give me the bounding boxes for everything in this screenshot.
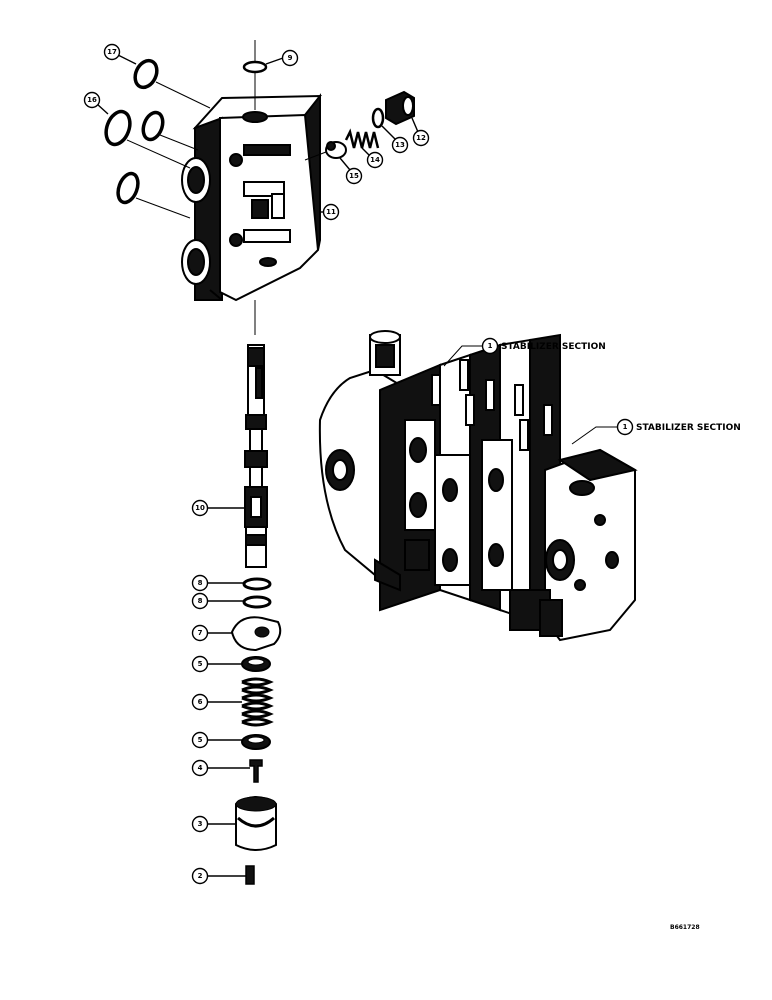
o-rings-upper	[104, 58, 268, 205]
svg-text:2: 2	[198, 872, 203, 880]
svg-text:6: 6	[198, 698, 203, 706]
callout-5a: 5	[191, 655, 242, 673]
callout-1a: 1	[481, 337, 499, 355]
svg-text:14: 14	[370, 156, 380, 164]
callout-13: 13	[381, 125, 409, 154]
svg-text:3: 3	[198, 820, 203, 828]
svg-text:9: 9	[288, 54, 293, 62]
svg-text:17: 17	[107, 48, 117, 56]
stabilizer-section-label-a: STABILIZER SECTION	[501, 342, 606, 352]
callout-16: 16	[83, 91, 109, 115]
valve-bank-assembly	[318, 330, 638, 642]
svg-text:4: 4	[198, 764, 203, 772]
spool-stack-parts	[230, 577, 282, 885]
spring-6	[241, 677, 274, 727]
callout-8a: 8	[191, 574, 243, 592]
o-ring-lower	[116, 171, 140, 205]
callout-6: 6	[191, 693, 242, 711]
callout-2: 2	[191, 867, 246, 885]
callout-8b: 8	[191, 592, 243, 610]
callout-15: 15	[339, 157, 363, 185]
svg-text:16: 16	[87, 96, 97, 104]
spring-14	[344, 128, 380, 149]
callouts: 17 9 16 12 13 14	[83, 43, 634, 885]
svg-text:5: 5	[198, 736, 203, 744]
stabilizer-section-label-b: STABILIZER SECTION	[636, 423, 741, 433]
o-ring-16b	[141, 110, 165, 142]
washer-8b	[242, 595, 272, 609]
spool-10	[244, 344, 268, 568]
callout-10: 10	[191, 499, 244, 517]
washer-8a	[242, 577, 272, 591]
svg-text:12: 12	[416, 134, 426, 142]
svg-text:7: 7	[198, 629, 203, 637]
svg-text:10: 10	[195, 504, 205, 512]
svg-text:8: 8	[198, 579, 203, 587]
o-ring-13	[371, 107, 385, 129]
figure-code: B661728	[670, 924, 700, 931]
callout-3: 3	[191, 815, 236, 833]
stabilizer-leaders	[443, 345, 618, 445]
svg-text:1: 1	[623, 423, 628, 431]
svg-text:5: 5	[198, 660, 203, 668]
o-ring-leaders	[126, 81, 211, 219]
svg-text:1: 1	[488, 342, 493, 350]
callout-12: 12	[411, 117, 430, 147]
o-ring-17	[133, 58, 159, 90]
o-ring-16a	[104, 109, 132, 147]
callout-1b: 1	[616, 418, 634, 436]
callout-17: 17	[103, 43, 137, 65]
callout-4: 4	[191, 759, 250, 777]
callout-5b: 5	[191, 731, 242, 749]
callout-7: 7	[191, 624, 232, 642]
valve-section-body	[181, 93, 322, 302]
svg-text:13: 13	[395, 141, 405, 149]
callout-9-top: 9	[265, 49, 299, 67]
o-ring-9-top	[242, 60, 268, 74]
bolt-4	[249, 759, 263, 783]
screw-2	[245, 865, 255, 885]
callout-11: 11	[320, 203, 340, 221]
callout-14: 14	[361, 147, 384, 169]
svg-text:11: 11	[326, 208, 336, 216]
relief-valve-parts	[304, 90, 415, 161]
svg-text:15: 15	[349, 172, 359, 180]
svg-text:8: 8	[198, 597, 203, 605]
